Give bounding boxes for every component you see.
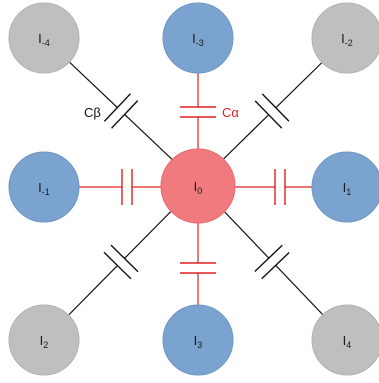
node-circle: [311, 2, 379, 74]
node-label: I-3: [192, 31, 204, 48]
capacitor-alpha-top: [180, 106, 216, 118]
node-circle: [311, 151, 379, 223]
node-i-1: I1: [311, 151, 379, 223]
capacitor-alpha-left: [121, 169, 133, 205]
node-i-minus4: I-4: [8, 2, 80, 74]
capacitor-beta-upper-left: [103, 93, 139, 129]
capacitor-alpha-bottom: [180, 262, 216, 274]
node-circle: [8, 2, 80, 74]
node-label: I-1: [38, 180, 50, 197]
capacitors: [103, 93, 290, 280]
node-i-0: I0: [160, 148, 236, 224]
capacitor-beta-label: Cβ: [84, 105, 101, 120]
node-i-minus3: I-3: [162, 2, 234, 74]
node-label: I3: [194, 333, 203, 350]
node-i-2: I2: [8, 304, 80, 376]
node-label: I-2: [341, 31, 353, 48]
node-i-minus1: I-1: [8, 151, 80, 223]
node-label: I1: [343, 180, 352, 197]
capacitor-beta-lower-left: [103, 244, 139, 280]
node-circle: [8, 304, 80, 376]
node-label: I4: [343, 333, 352, 350]
node-label: I2: [40, 333, 49, 350]
capacitor-alpha-right: [274, 169, 286, 205]
node-circle: [162, 2, 234, 74]
center-node-label: I0: [194, 179, 203, 196]
capacitor-alpha-label: Cα: [222, 105, 239, 120]
node-circle: [162, 304, 234, 376]
node-i-minus2: I-2: [311, 2, 379, 74]
node-label: I-4: [38, 31, 50, 48]
node-circle: [8, 151, 80, 223]
node-i-4: I4: [311, 304, 379, 376]
node-i-3: I3: [162, 304, 234, 376]
center-node-circle: [160, 148, 236, 224]
node-circle: [311, 304, 379, 376]
capacitor-beta-upper-right: [254, 93, 290, 129]
capacitor-beta-lower-right: [254, 244, 290, 280]
